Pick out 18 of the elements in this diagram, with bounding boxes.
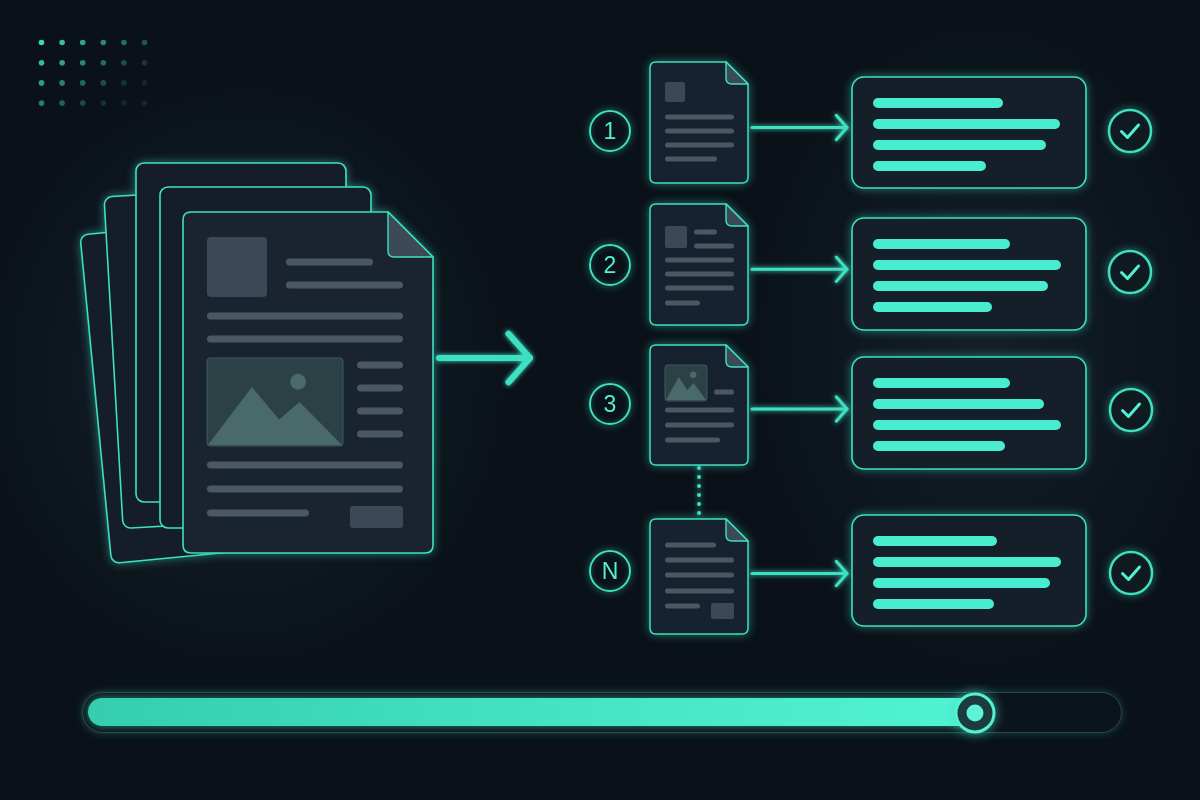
text-output-card <box>851 217 1087 331</box>
text-output-card <box>851 514 1087 627</box>
step-number: 2 <box>589 244 631 286</box>
text-output-card <box>851 76 1087 189</box>
document-page <box>650 519 748 634</box>
step-number: N <box>589 550 631 592</box>
document-page <box>650 204 748 325</box>
arrow <box>750 113 849 142</box>
arrow <box>750 559 849 588</box>
document-page <box>650 345 748 465</box>
text-output-card <box>851 356 1087 470</box>
arrow <box>750 395 849 423</box>
step-number: 1 <box>589 110 631 152</box>
dotted-line <box>697 466 701 518</box>
arrow <box>750 255 849 283</box>
step-number: 3 <box>589 383 631 425</box>
arrow <box>436 330 534 386</box>
document-page <box>650 62 748 183</box>
